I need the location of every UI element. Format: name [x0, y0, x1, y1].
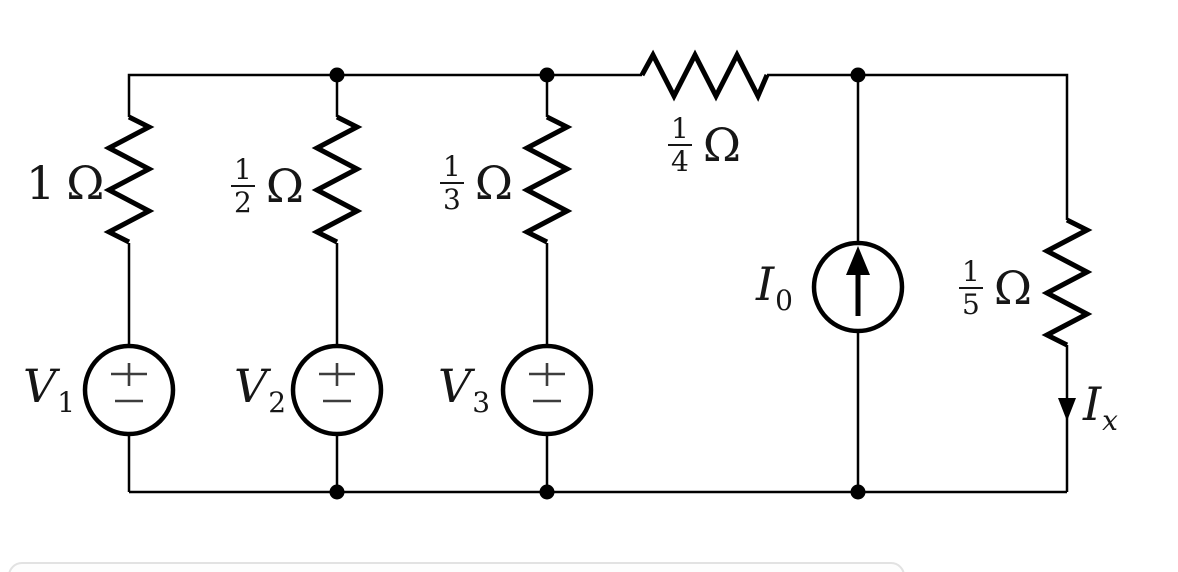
voltage-source-V2 [290, 343, 384, 437]
fraction-numerator: 1 [234, 153, 252, 186]
junction-dot [329, 484, 345, 500]
label-base: I [756, 257, 775, 311]
resistor-R4-symbol [639, 49, 770, 102]
fraction-denominator: 5 [959, 287, 983, 320]
label-subscript: 2 [268, 386, 287, 419]
junction-dot [850, 484, 866, 500]
label-subscript: x [1102, 404, 1118, 437]
resistor-R1-symbol [103, 114, 155, 245]
label-subscript: 1 [57, 386, 76, 419]
ohm-unit: Ω [993, 261, 1032, 316]
ohm-unit: Ω [702, 118, 741, 173]
fraction-denominator: 4 [668, 144, 692, 177]
label-base: V [438, 359, 472, 413]
resistor-value: 1 [26, 156, 56, 210]
fraction: 1 3 [440, 152, 464, 215]
resistor-label-R3: 1 3 Ω [440, 152, 513, 215]
current-source-I0 [811, 240, 905, 334]
resistor-R2-symbol [311, 114, 363, 245]
voltage-source-circle [500, 343, 594, 437]
junction-dot [329, 67, 345, 83]
fraction-denominator: 2 [231, 185, 255, 218]
resistor-R3-symbol [521, 114, 573, 245]
up-arrow-icon [846, 246, 870, 275]
wires [127, 73, 1069, 494]
label-base: V [234, 359, 268, 413]
bottom-rounded-panel[interactable] [8, 562, 905, 572]
voltage-source-V3 [500, 343, 594, 437]
ohm-unit: Ω [474, 156, 513, 211]
label-subscript: 3 [472, 386, 491, 419]
junction-dots [329, 67, 866, 500]
fraction: 1 4 [668, 114, 692, 177]
label-subscript: 0 [775, 284, 793, 317]
polarity-marks [111, 363, 147, 403]
voltage-source-V1 [82, 343, 176, 437]
resistor-symbols [103, 49, 1093, 348]
fraction-denominator: 3 [440, 182, 464, 215]
ohm-unit: Ω [66, 156, 105, 210]
wire-top-rail-left [127, 73, 642, 117]
fraction-numerator: 1 [962, 255, 980, 288]
polarity-marks [319, 363, 355, 403]
resistor-label-R4: 1 4 Ω [668, 114, 741, 177]
down-arrow-icon [1058, 398, 1076, 421]
voltage-source-circle [82, 343, 176, 437]
fraction-numerator: 1 [443, 150, 461, 183]
fraction-numerator: 1 [671, 112, 689, 145]
label-base: I [1083, 377, 1102, 431]
junction-dot [539, 67, 555, 83]
polarity-marks [529, 363, 565, 403]
fraction: 1 5 [959, 257, 983, 320]
resistor-R5-symbol [1041, 217, 1093, 348]
wire-top-rail-right [767, 73, 1069, 220]
fraction: 1 2 [231, 155, 255, 218]
resistor-label-R1: 1 Ω [26, 160, 104, 206]
ohm-unit: Ω [265, 159, 304, 214]
voltage-source-circle [290, 343, 384, 437]
junction-dot [850, 67, 866, 83]
resistor-label-R5: 1 5 Ω [959, 257, 1032, 320]
resistor-label-R2: 1 2 Ω [231, 155, 304, 218]
label-base: V [23, 359, 57, 413]
junction-dot [539, 484, 555, 500]
